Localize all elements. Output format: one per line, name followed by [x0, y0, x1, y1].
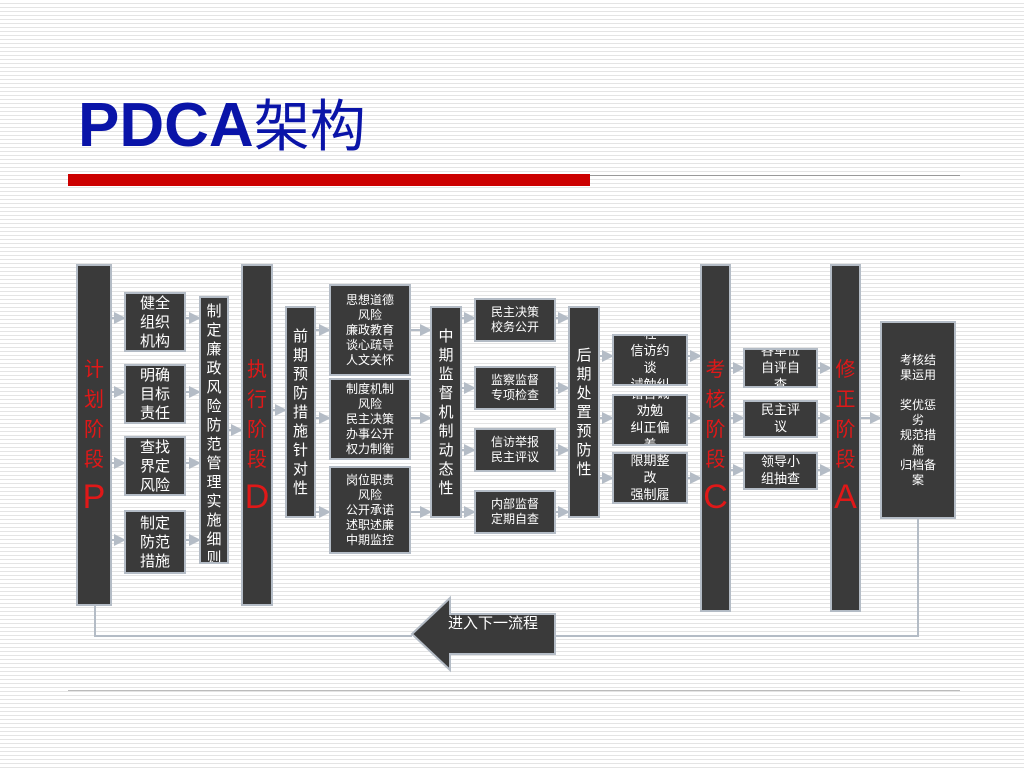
title-rule-red	[68, 174, 590, 186]
act-result-box: 考核结 果运用 奖优惩 劣 规范措 施 归档备 案	[880, 321, 956, 519]
do-phase-column: 执行阶段 D	[241, 264, 273, 606]
early-prevention-box: 前期预防措施针对性	[285, 306, 316, 518]
plan-phase-label: 计划阶段	[84, 357, 104, 471]
plan-rules-box: 制定廉政风险防范管理实施细则	[199, 296, 229, 564]
plan-phase-column: 计划阶段 P	[76, 264, 112, 606]
mid-item-0: 民主决策 校务公开	[474, 298, 556, 342]
check-item-0: 各单位 自评自 查	[743, 348, 818, 388]
title-rule-grey	[590, 175, 960, 176]
title-cjk: 架构	[253, 95, 366, 160]
arrows	[112, 312, 882, 546]
late-item-0: 程 信访约 谈 诫勉纠	[612, 334, 688, 386]
act-phase-label: 修正阶段	[835, 357, 856, 471]
mid-item-3: 内部监督 定期自查	[474, 490, 556, 534]
early-item-1: 制度机制 风险 民主决策 办事公开 权力制衡	[329, 378, 411, 460]
mid-supervision-box: 中期监督机制动态性	[430, 306, 462, 518]
footer-rule	[68, 690, 960, 691]
next-cycle-label: 进入下一流程	[447, 614, 538, 632]
plan-item-2: 查找 界定 风险	[124, 436, 186, 496]
check-phase-column: 考核阶段 C	[700, 264, 731, 612]
plan-item-1: 明确 目标 责任	[124, 364, 186, 424]
check-item-2: 领导小 组抽查	[743, 452, 818, 490]
check-phase-letter: C	[703, 478, 728, 516]
act-phase-column: 修正阶段 A	[830, 264, 861, 612]
plan-phase-letter: P	[82, 478, 106, 516]
late-item-1: 错告诫 劝勉 纠正偏 差	[612, 394, 688, 446]
plan-item-0: 健全 组织 机构	[124, 292, 186, 352]
page-title: PDCA架构	[78, 88, 366, 166]
next-cycle-arrow	[410, 595, 556, 673]
late-handling-box: 后期处置预防性	[568, 306, 600, 518]
title-latin: PDCA	[78, 91, 254, 160]
check-phase-label: 考核阶段	[705, 357, 726, 471]
late-item-2: 限期整 改 强制履	[612, 452, 688, 504]
return-loop-line	[555, 519, 919, 637]
mid-item-2: 信访举报 民主评议	[474, 428, 556, 472]
early-item-2: 岗位职责 风险 公开承诺 述职述廉 中期监控	[329, 466, 411, 554]
do-phase-letter: D	[244, 478, 270, 516]
early-item-0: 思想道德 风险 廉政教育 谈心疏导 人文关怀	[329, 284, 411, 376]
mid-item-1: 监察监督 专项检查	[474, 366, 556, 410]
plan-item-3: 制定 防范 措施	[124, 510, 186, 574]
act-phase-letter: A	[834, 478, 857, 516]
check-item-1: 民主评 议	[743, 400, 818, 438]
do-phase-label: 执行阶段	[247, 357, 267, 471]
return-loop-line-left	[94, 606, 412, 637]
